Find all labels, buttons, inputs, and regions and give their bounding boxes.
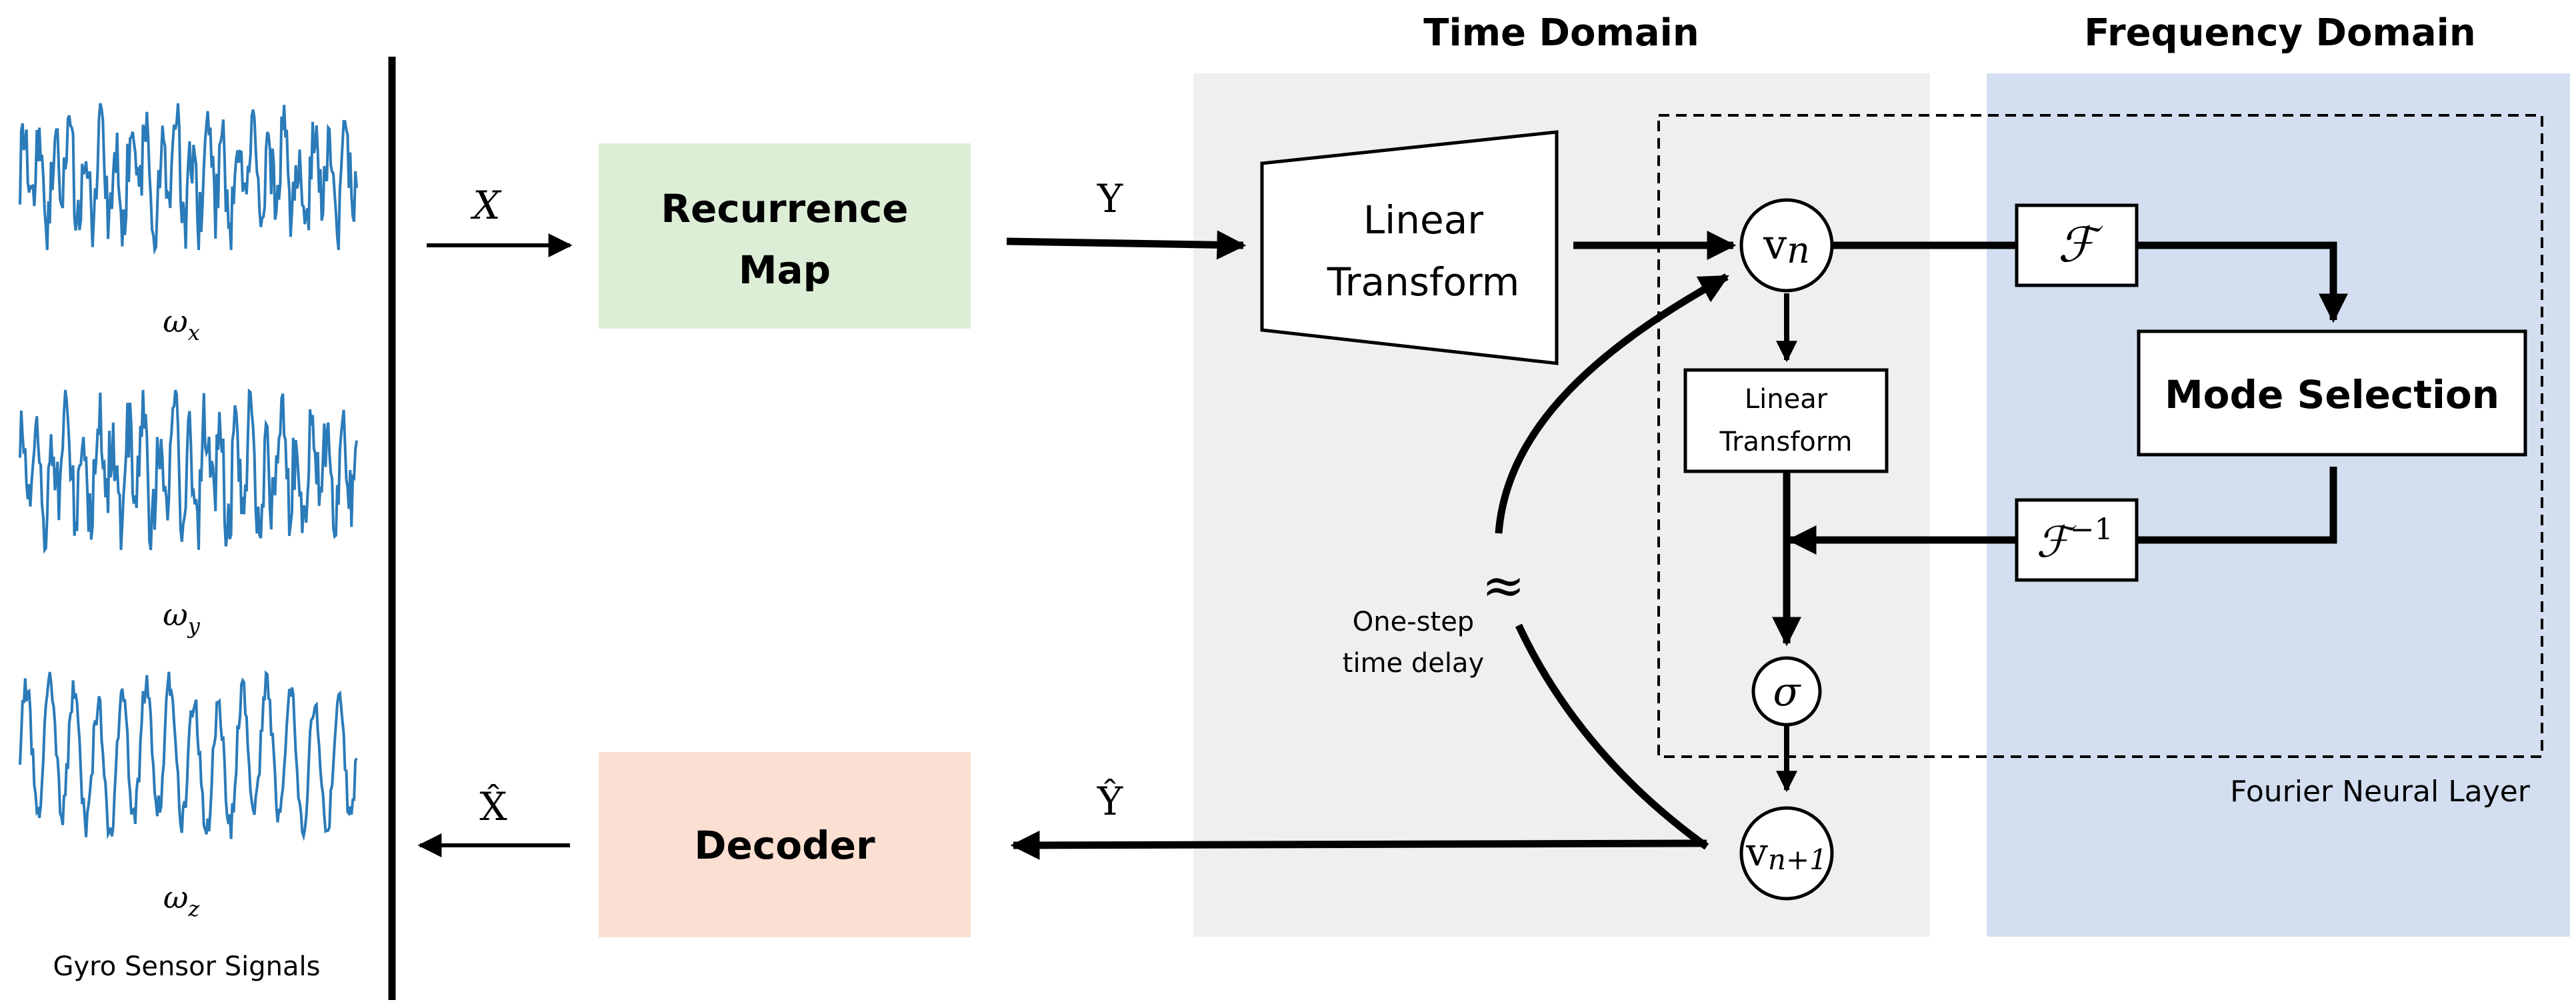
- delay-label-2: time delay: [1343, 648, 1484, 679]
- y-hat-label: Ŷ: [1097, 779, 1123, 824]
- fourier-layer-box: [1657, 114, 2543, 758]
- sigma-label: σ: [1773, 669, 1802, 715]
- vn1-label: vn+1: [1745, 829, 1827, 876]
- mode-selection-label: Mode Selection: [2165, 372, 2499, 417]
- fourier-layer-caption: Fourier Neural Layer: [2230, 775, 2531, 809]
- linear-transform-label-2: Transform: [1327, 259, 1520, 305]
- time-domain-title: Time Domain: [1423, 11, 1699, 55]
- recurrence-map-label-1: Recurrence: [661, 186, 908, 231]
- signal-plot-z: [19, 670, 358, 841]
- mode-selection-box: [2137, 329, 2527, 457]
- inner-linear-transform-box: [1683, 368, 1889, 473]
- vn-label: vn: [1763, 220, 1810, 271]
- signal-plot-y: [19, 388, 358, 554]
- decoder-box: [599, 752, 971, 937]
- inner-linear-transform-label-1: Linear: [1745, 384, 1828, 415]
- x-label: X: [470, 183, 502, 228]
- x-hat-label: X̂: [479, 783, 507, 829]
- signal-label-z: ωz: [163, 879, 201, 921]
- signal-plot-x: [19, 103, 358, 255]
- linear-transform-trapezoid: [1260, 130, 1559, 365]
- f-to-mode-arrow: [2137, 241, 2348, 323]
- feedback-curve-upper: [1495, 273, 1729, 534]
- vn1-to-decoder-arrow: [1010, 830, 1707, 860]
- delay-symbol: ≈: [1481, 556, 1525, 616]
- linear-transform-label-1: Linear: [1363, 197, 1483, 243]
- frequency-domain-title: Frequency Domain: [2084, 11, 2475, 55]
- inner-linear-transform-label-2: Transform: [1719, 427, 1853, 457]
- inverse-fourier-box: [2015, 498, 2139, 582]
- fourier-box: [2015, 203, 2139, 287]
- signal-label-x: ωx: [163, 303, 200, 345]
- recurrence-map-box: [599, 143, 971, 329]
- delay-label-1: One-step: [1353, 607, 1474, 637]
- vn1-node: [1739, 806, 1834, 901]
- y-label: Y: [1097, 176, 1123, 221]
- y-arrow: [1006, 230, 1247, 260]
- recurrence-map-label-2: Map: [739, 247, 831, 293]
- gyro-caption: Gyro Sensor Signals: [53, 951, 321, 982]
- feedback-curve-lower: [1515, 623, 1709, 850]
- mode-to-finv-line: [2137, 467, 2337, 544]
- decoder-label: Decoder: [694, 823, 875, 868]
- sigma-node: [1751, 656, 1822, 727]
- signal-label-y: ωy: [163, 597, 201, 639]
